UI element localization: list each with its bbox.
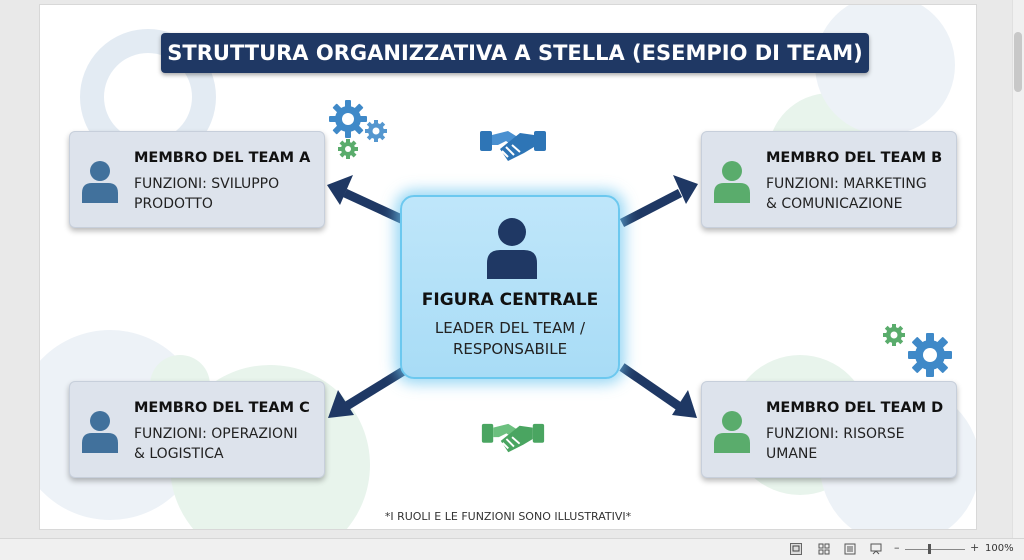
arrow-to-team-a — [327, 175, 412, 228]
member-functions-line2: UMANE — [766, 446, 818, 462]
handshake-icon — [481, 423, 545, 453]
member-functions-line2: PRODOTTO — [134, 196, 213, 212]
person-icon — [487, 218, 537, 279]
zoom-out-button[interactable]: – — [894, 541, 900, 554]
member-functions-line1: FUNZIONI: RISORSE — [766, 426, 905, 442]
member-functions: FUNZIONI: RISORSE UMANE — [766, 424, 905, 464]
arrow-to-team-d — [619, 363, 697, 418]
zoom-slider[interactable] — [905, 549, 965, 550]
member-name: MEMBRO DEL TEAM B — [766, 150, 943, 166]
normal-view-icon[interactable] — [790, 543, 802, 555]
arrow-to-team-c — [328, 363, 413, 418]
scrollbar-thumb[interactable] — [1014, 32, 1022, 92]
footnote: *I RUOLI E LE FUNZIONI SONO ILLUSTRATIVI… — [384, 510, 632, 523]
member-functions-line1: FUNZIONI: OPERAZIONI — [134, 426, 298, 442]
handshake-icon — [480, 131, 546, 161]
member-name: MEMBRO DEL TEAM C — [134, 400, 310, 416]
member-functions-line2: & LOGISTICA — [134, 446, 224, 462]
zoom-slider-thumb[interactable] — [928, 544, 931, 554]
card-team-a[interactable]: MEMBRO DEL TEAM A FUNZIONI: SVILUPPO PRO… — [69, 131, 325, 228]
member-functions: FUNZIONI: OPERAZIONI & LOGISTICA — [134, 424, 298, 464]
slide-canvas[interactable]: STRUTTURA ORGANIZZATIVA A STELLA (ESEMPI… — [40, 5, 976, 529]
member-functions-line1: FUNZIONI: SVILUPPO — [134, 176, 280, 192]
slide-title: STRUTTURA ORGANIZZATIVA A STELLA (ESEMPI… — [161, 33, 869, 73]
central-figure-role: LEADER DEL TEAM / RESPONSABILE — [402, 318, 618, 360]
person-icon — [82, 161, 118, 203]
gears-icon — [329, 100, 387, 159]
vertical-scrollbar[interactable] — [1012, 0, 1024, 538]
member-name: MEMBRO DEL TEAM A — [134, 150, 311, 166]
central-role-line2: RESPONSABILE — [452, 340, 568, 358]
member-functions-line2: & COMUNICAZIONE — [766, 196, 903, 212]
zoom-level[interactable]: 100% — [985, 543, 1014, 554]
central-figure-title: FIGURA CENTRALE — [421, 290, 599, 310]
person-icon — [714, 161, 750, 203]
zoom-in-button[interactable]: + — [970, 541, 980, 554]
member-functions-line1: FUNZIONI: MARKETING — [766, 176, 927, 192]
gears-icon — [883, 324, 952, 377]
card-team-b[interactable]: MEMBRO DEL TEAM B FUNZIONI: MARKETING & … — [701, 131, 957, 228]
member-functions: FUNZIONI: SVILUPPO PRODOTTO — [134, 174, 279, 214]
member-name: MEMBRO DEL TEAM D — [766, 400, 944, 416]
member-functions: FUNZIONI: MARKETING & COMUNICAZIONE — [766, 174, 927, 214]
reading-view-icon[interactable] — [844, 543, 856, 555]
arrow-to-team-b — [619, 175, 698, 227]
slideshow-icon[interactable] — [870, 543, 882, 555]
central-role-line1: LEADER DEL TEAM / — [434, 319, 586, 337]
card-team-d[interactable]: MEMBRO DEL TEAM D FUNZIONI: RISORSE UMAN… — [701, 381, 957, 478]
status-bar: – + 100% — [0, 538, 1024, 560]
card-team-c[interactable]: MEMBRO DEL TEAM C FUNZIONI: OPERAZIONI &… — [69, 381, 325, 478]
slide-sorter-icon[interactable] — [818, 543, 830, 555]
person-icon — [714, 411, 750, 453]
central-figure-box[interactable]: FIGURA CENTRALE LEADER DEL TEAM / RESPON… — [400, 195, 620, 379]
person-icon — [82, 411, 118, 453]
